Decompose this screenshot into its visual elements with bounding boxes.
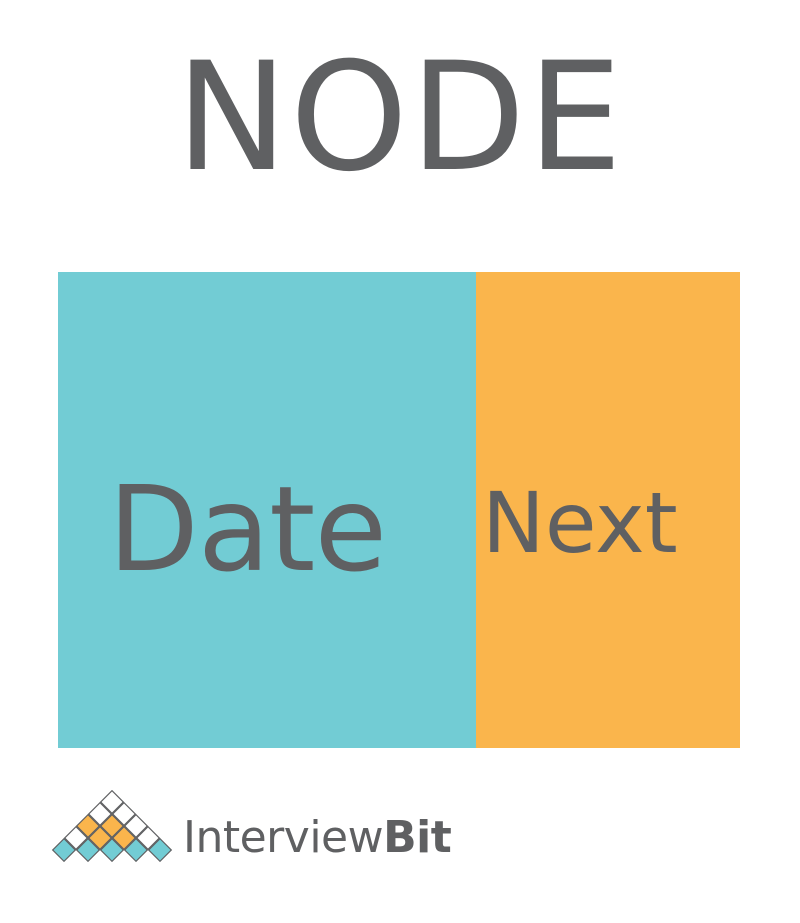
data-field: Date [58,272,476,748]
interviewbit-diamond-grid-icon [51,790,173,863]
logo-wordmark: InterviewBit [183,810,452,866]
logo-text-bold: Bit [383,812,452,863]
next-field-label: Next [482,474,678,572]
data-field-label: Date [108,460,387,598]
next-field: Next [476,272,740,748]
node-box: Date Next [58,272,740,748]
interviewbit-logo: InterviewBit [50,790,490,870]
logo-text-regular: Interview [183,812,384,863]
node-title: NODE [175,31,625,205]
